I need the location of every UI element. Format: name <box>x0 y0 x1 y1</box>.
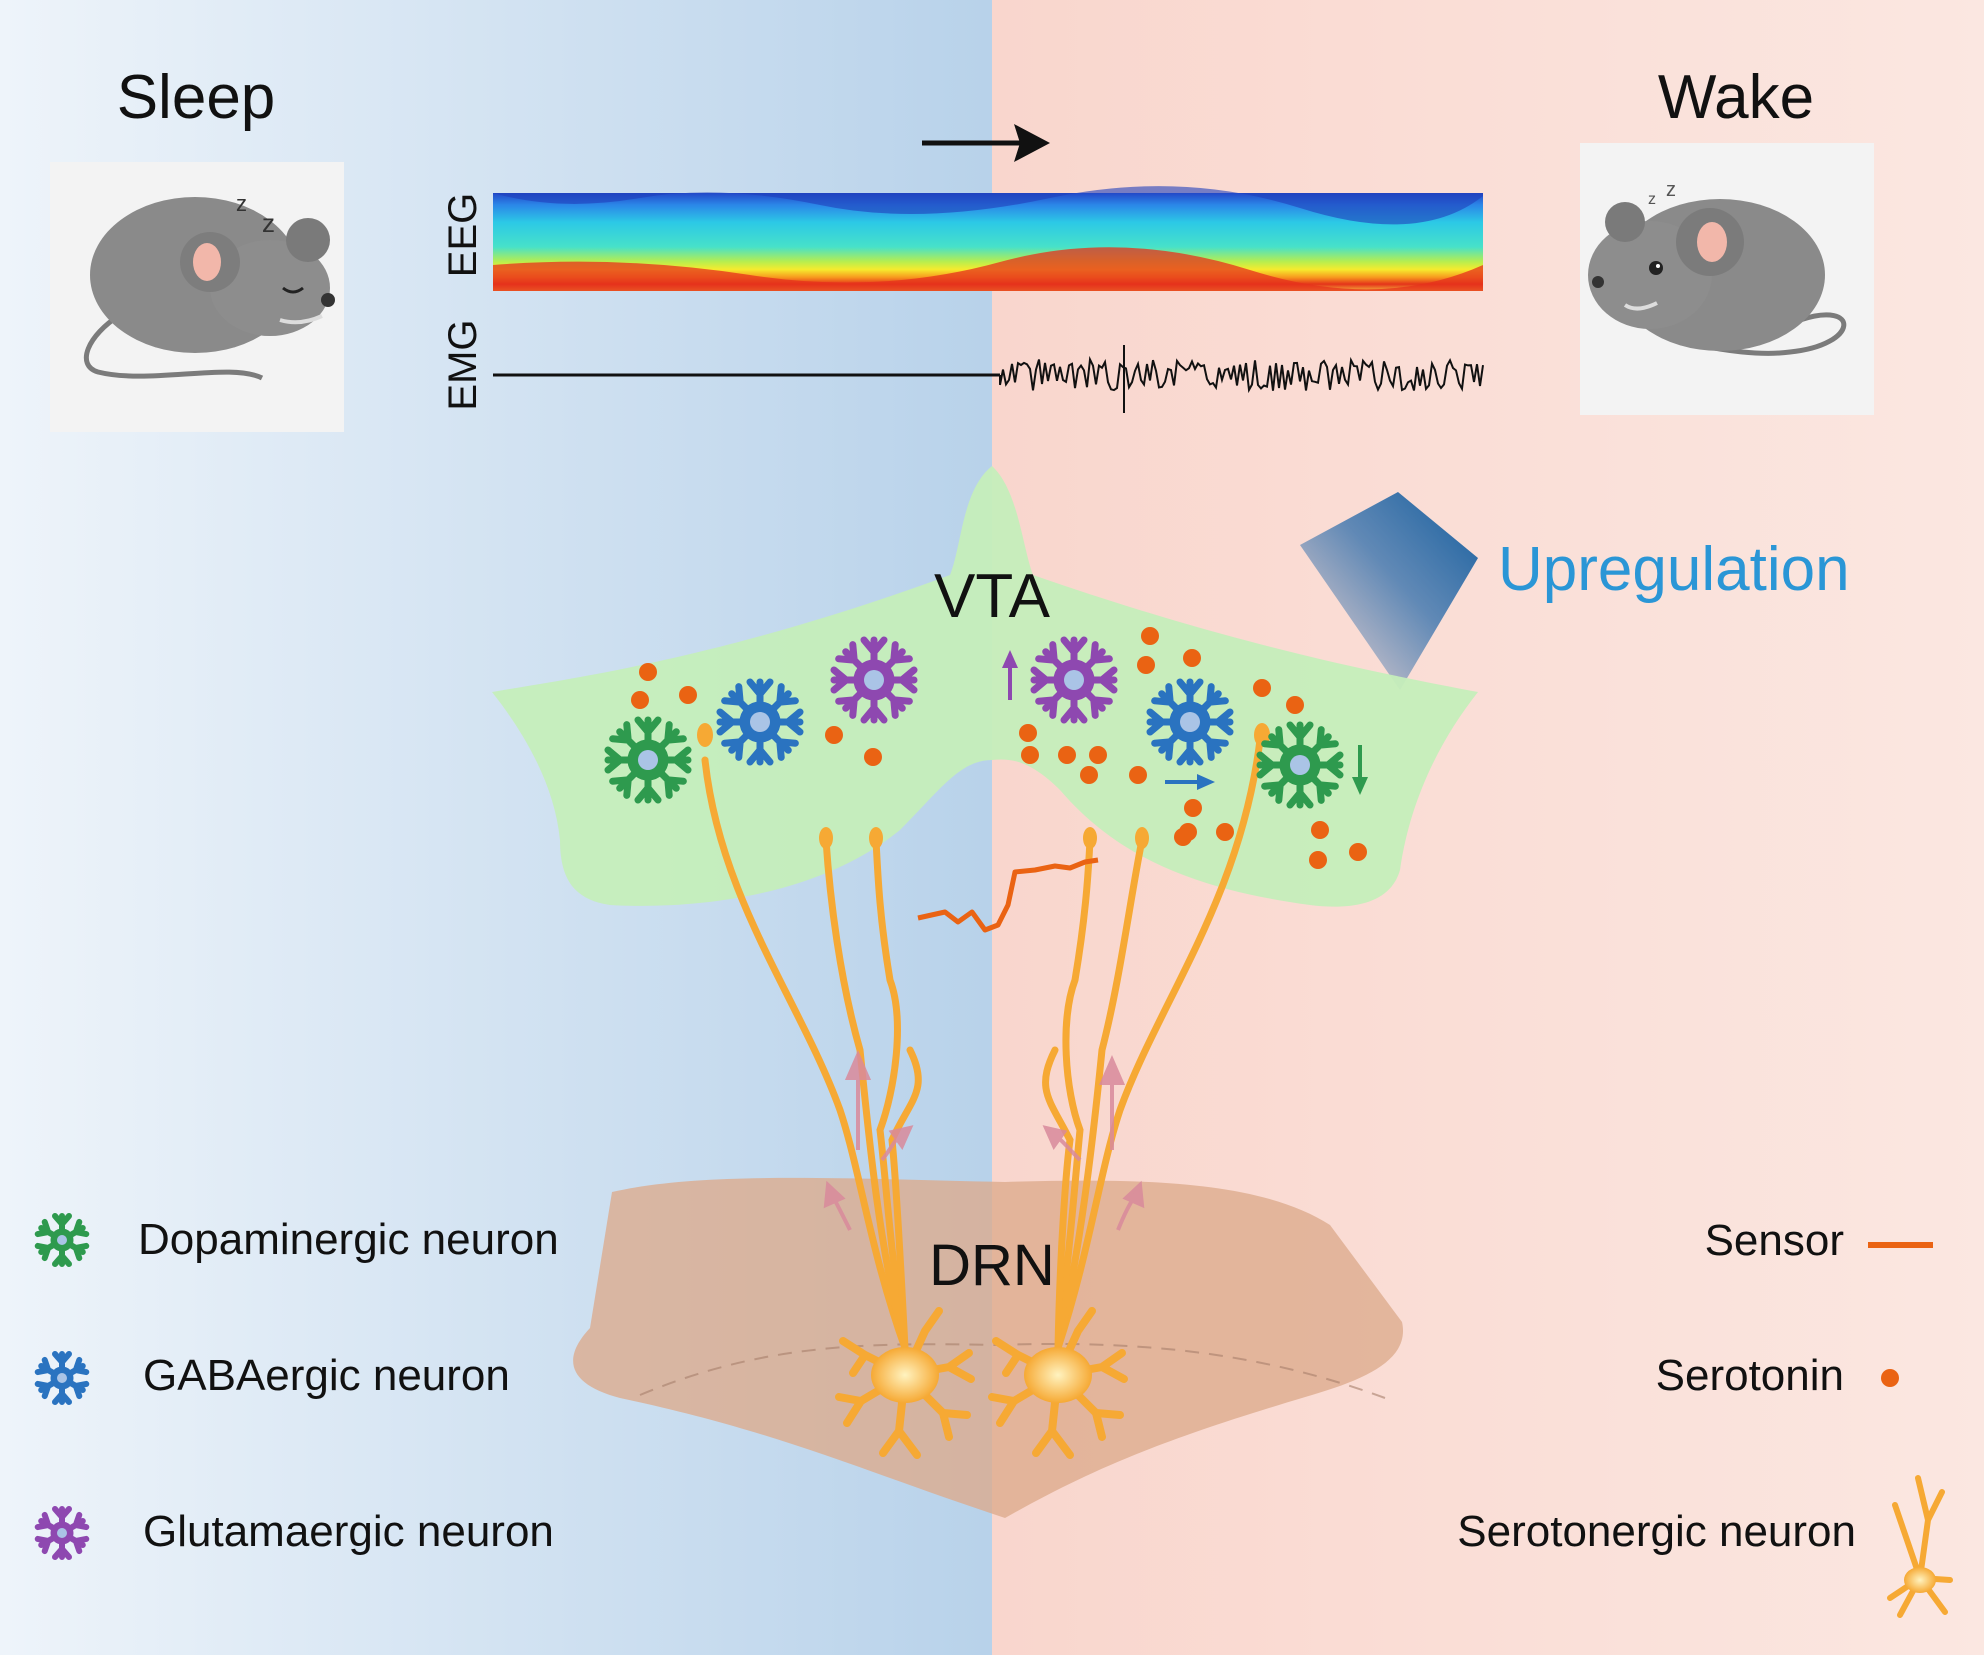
vta-region <box>492 466 1478 907</box>
svg-text:z: z <box>262 208 275 238</box>
legend-right: Sensor Serotonin Serotonergic neuron <box>1457 1216 1953 1618</box>
sleeping-mouse-icon: z z <box>50 162 344 432</box>
svg-text:z: z <box>236 191 247 216</box>
awake-mouse-icon: z z <box>1580 143 1874 415</box>
glutamatergic-neuron-sleep <box>834 640 914 720</box>
emg-label: EMG <box>441 319 485 410</box>
wake-label: Wake <box>1658 63 1814 132</box>
sensor-trace <box>917 857 1099 933</box>
gabaergic-neuron-wake <box>1150 682 1230 762</box>
eeg-label: EEG <box>441 193 485 277</box>
dopaminergic-neuron-sleep <box>608 720 688 800</box>
eeg-spectrogram <box>493 186 1483 291</box>
glutamatergic-neuron-wake <box>1034 640 1114 720</box>
legend-label-serotonergic: Serotonergic neuron <box>1457 1507 1856 1556</box>
dopaminergic-neuron-wake <box>1260 725 1340 805</box>
right-arrow-icon <box>922 124 1050 162</box>
legend-label-glutamatergic: Glutamaergic neuron <box>143 1507 554 1556</box>
legend-label-gabaergic: GABAergic neuron <box>143 1351 510 1400</box>
legend-label-dopaminergic: Dopaminergic neuron <box>138 1215 559 1264</box>
activity-arrows <box>1002 650 1368 795</box>
legend-label-sensor: Sensor <box>1705 1216 1844 1265</box>
serotonin-legend-icon <box>1881 1369 1899 1387</box>
serotonergic-legend-icon <box>1887 1475 1953 1618</box>
gabaergic-neuron-sleep <box>720 682 800 762</box>
svg-text:z: z <box>1666 179 1676 201</box>
legend-left: Dopaminergic neuron GABAergic neuron Glu… <box>38 1215 559 1557</box>
sleep-label: Sleep <box>117 63 276 132</box>
drn-label: DRN <box>929 1233 1055 1298</box>
emg-trace <box>493 345 1484 413</box>
svg-text:z: z <box>1648 191 1656 208</box>
serotonin-molecules <box>631 627 1367 869</box>
upregulation-marker <box>1300 492 1478 690</box>
legend-label-serotonin: Serotonin <box>1656 1351 1844 1400</box>
axon-terminals <box>697 723 1270 849</box>
vta-label: VTA <box>934 562 1051 631</box>
projection-arrows <box>823 1049 1145 1231</box>
upregulation-label: Upregulation <box>1498 535 1850 604</box>
drn-region <box>573 1177 1404 1518</box>
